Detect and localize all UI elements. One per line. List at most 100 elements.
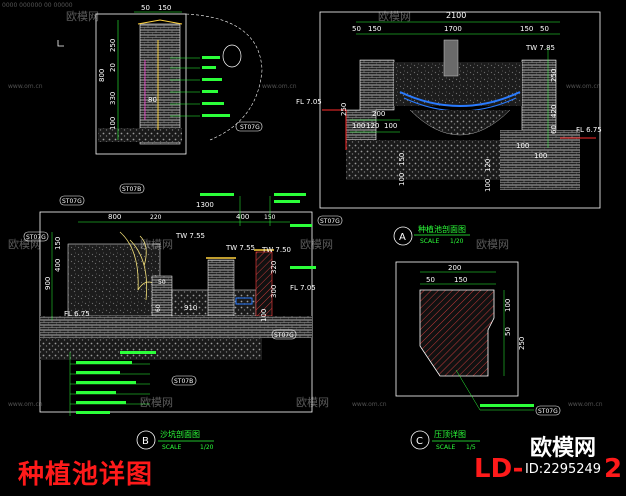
soil-base: [98, 128, 182, 142]
dim-a-120a: 120: [366, 122, 379, 130]
dim-c-150: 150: [454, 276, 467, 284]
dim-a-100c: 100: [516, 142, 529, 150]
detail-b-sandpit: 1300 800 400 220 150 900 400 150 320 300…: [23, 183, 561, 451]
dim-b-50: 50: [158, 279, 166, 286]
dim-c-250: 250: [518, 337, 526, 350]
curve-boundary: [185, 13, 263, 141]
dim-a-100a: 100: [352, 122, 365, 130]
callout-st07g-f: ST07G: [538, 408, 558, 415]
dim-2100: 2100: [446, 11, 466, 20]
brand-name: 欧模网: [529, 436, 596, 461]
watermarks: 欧模网 欧模网 欧模网 欧模网 欧模网 欧模网 欧模网 欧模网: [8, 10, 509, 409]
dim-20: 20: [109, 63, 117, 72]
dim-c-100: 100: [504, 299, 512, 312]
dim-b-150b: 150: [54, 237, 62, 250]
wm-8: 欧模网: [8, 238, 41, 251]
elev-b-tw2: TW 7.55: [225, 244, 255, 252]
dim-a-60: 60: [550, 125, 558, 134]
dim-a-420: 420: [550, 105, 558, 118]
dim-150a: 150: [368, 25, 381, 33]
callout-st07g-b: ST07G: [62, 198, 82, 205]
detail-c-title: 压顶详图: [434, 429, 466, 439]
dim-330: 330: [109, 92, 117, 105]
elev-fl-675: FL 6.75: [576, 126, 602, 134]
detail-c-scale-value: 1/5: [466, 444, 476, 451]
dim-150: 150: [158, 4, 171, 12]
dim-a-100f: 100: [534, 152, 547, 160]
detail-a-scale-value: 1/20: [450, 238, 464, 245]
detail-b-letter: B: [142, 436, 149, 447]
wm-7: 欧模网: [140, 396, 173, 409]
detail-c-marker: [410, 430, 430, 450]
dim-800: 800: [98, 69, 106, 82]
b-base: [40, 316, 312, 338]
watermark-urls: www.om.cn www.om.cn www.om.cn www.om.cn …: [8, 83, 603, 408]
b-subbase: [40, 338, 262, 360]
dim-c-50: 50: [426, 276, 435, 284]
b-blue-drain: [235, 297, 253, 305]
drawing-code-suffix: 2: [604, 454, 623, 484]
corner-mark: [57, 40, 64, 47]
wm-url-2: www.om.cn: [262, 83, 297, 90]
dim-a-100e: 100: [484, 179, 492, 192]
detail-b-scale-label: SCALE: [162, 444, 181, 451]
detail-b-marker: [136, 430, 156, 450]
callout-st07g-d: ST07G: [320, 218, 340, 225]
ground-brick: [500, 130, 580, 190]
dim-100: 100: [109, 117, 117, 130]
dim-b-400b: 400: [54, 259, 62, 272]
callout-st07b-b: ST07B: [174, 378, 193, 385]
drawing-code-prefix: LD-: [474, 454, 524, 484]
dim-a-100b: 100: [384, 122, 397, 130]
water-blue-curve: [399, 91, 521, 107]
dim-50: 50: [141, 4, 150, 12]
wm-1: 欧模网: [66, 10, 99, 23]
detail-a-planter: 2100 50 150 1700 150 50 250 420 60 150 1…: [296, 11, 602, 246]
wall-coping: [137, 19, 183, 25]
tree-trunk: [443, 39, 459, 77]
top-left-small-text: 0000 000000 00 00000: [2, 2, 73, 9]
wm-url-4: www.om.cn: [8, 401, 43, 408]
brand-id: ID:2295249: [524, 462, 602, 477]
dim-c-50b: 50: [504, 327, 512, 336]
callout-st07g-c: ST07G: [26, 234, 46, 241]
wm-3: 欧模网: [140, 238, 173, 251]
wm-5: 欧模网: [476, 238, 509, 251]
dim-b-320: 320: [270, 261, 278, 274]
brand-badge: 欧模网 ID:2295249: [508, 430, 618, 480]
dim-150b: 150: [520, 25, 533, 33]
dim-b-60: 60: [155, 304, 162, 312]
frame-c: [395, 261, 519, 397]
dim-c-200: 200: [448, 264, 461, 272]
dim-a-100d: 100: [398, 173, 406, 186]
detail-c-scale-label: SCALE: [436, 444, 455, 451]
dim-a-120b: 120: [484, 159, 492, 172]
elev-fl-705: FL 7.05: [296, 98, 322, 106]
dim-b-400: 400: [236, 213, 249, 221]
wm-url-5: www.om.cn: [352, 401, 387, 408]
b-yellow-coping: [206, 249, 274, 259]
red-border-a: [322, 109, 347, 150]
wm-6: 欧模网: [296, 396, 329, 409]
elev-b-tw1: TW 7.55: [175, 232, 205, 240]
callout-bubble-top: [222, 44, 242, 68]
dim-a-150c: 150: [398, 153, 406, 166]
detail-c-coping: 200 50 150 100 250 50 C 压顶详图 SCALE 1/5: [395, 261, 534, 451]
detail-b-scale-value: 1/20: [200, 444, 214, 451]
wm-4: 欧模网: [300, 238, 333, 251]
drawing-title: 种植池详图: [18, 460, 154, 490]
planter-base-hatch: [346, 140, 506, 180]
callout-st07b-a: ST07B: [122, 186, 141, 193]
dim-b-1300: 1300: [196, 201, 214, 209]
detail-a-scale-label: SCALE: [420, 238, 439, 245]
dim-a-200: 200: [372, 110, 385, 118]
frame-a: [319, 11, 601, 209]
dim-1700: 1700: [444, 25, 462, 33]
detail-top-wall: 50 150 250 20 800 330 100 80 ST07G: [57, 4, 263, 155]
callout-st07g-a: [235, 121, 263, 132]
dim-80: 80: [148, 96, 157, 104]
dim-b-220: 220: [150, 214, 162, 221]
dim-a-250b: 250: [340, 103, 348, 116]
root-ball: [409, 109, 511, 136]
